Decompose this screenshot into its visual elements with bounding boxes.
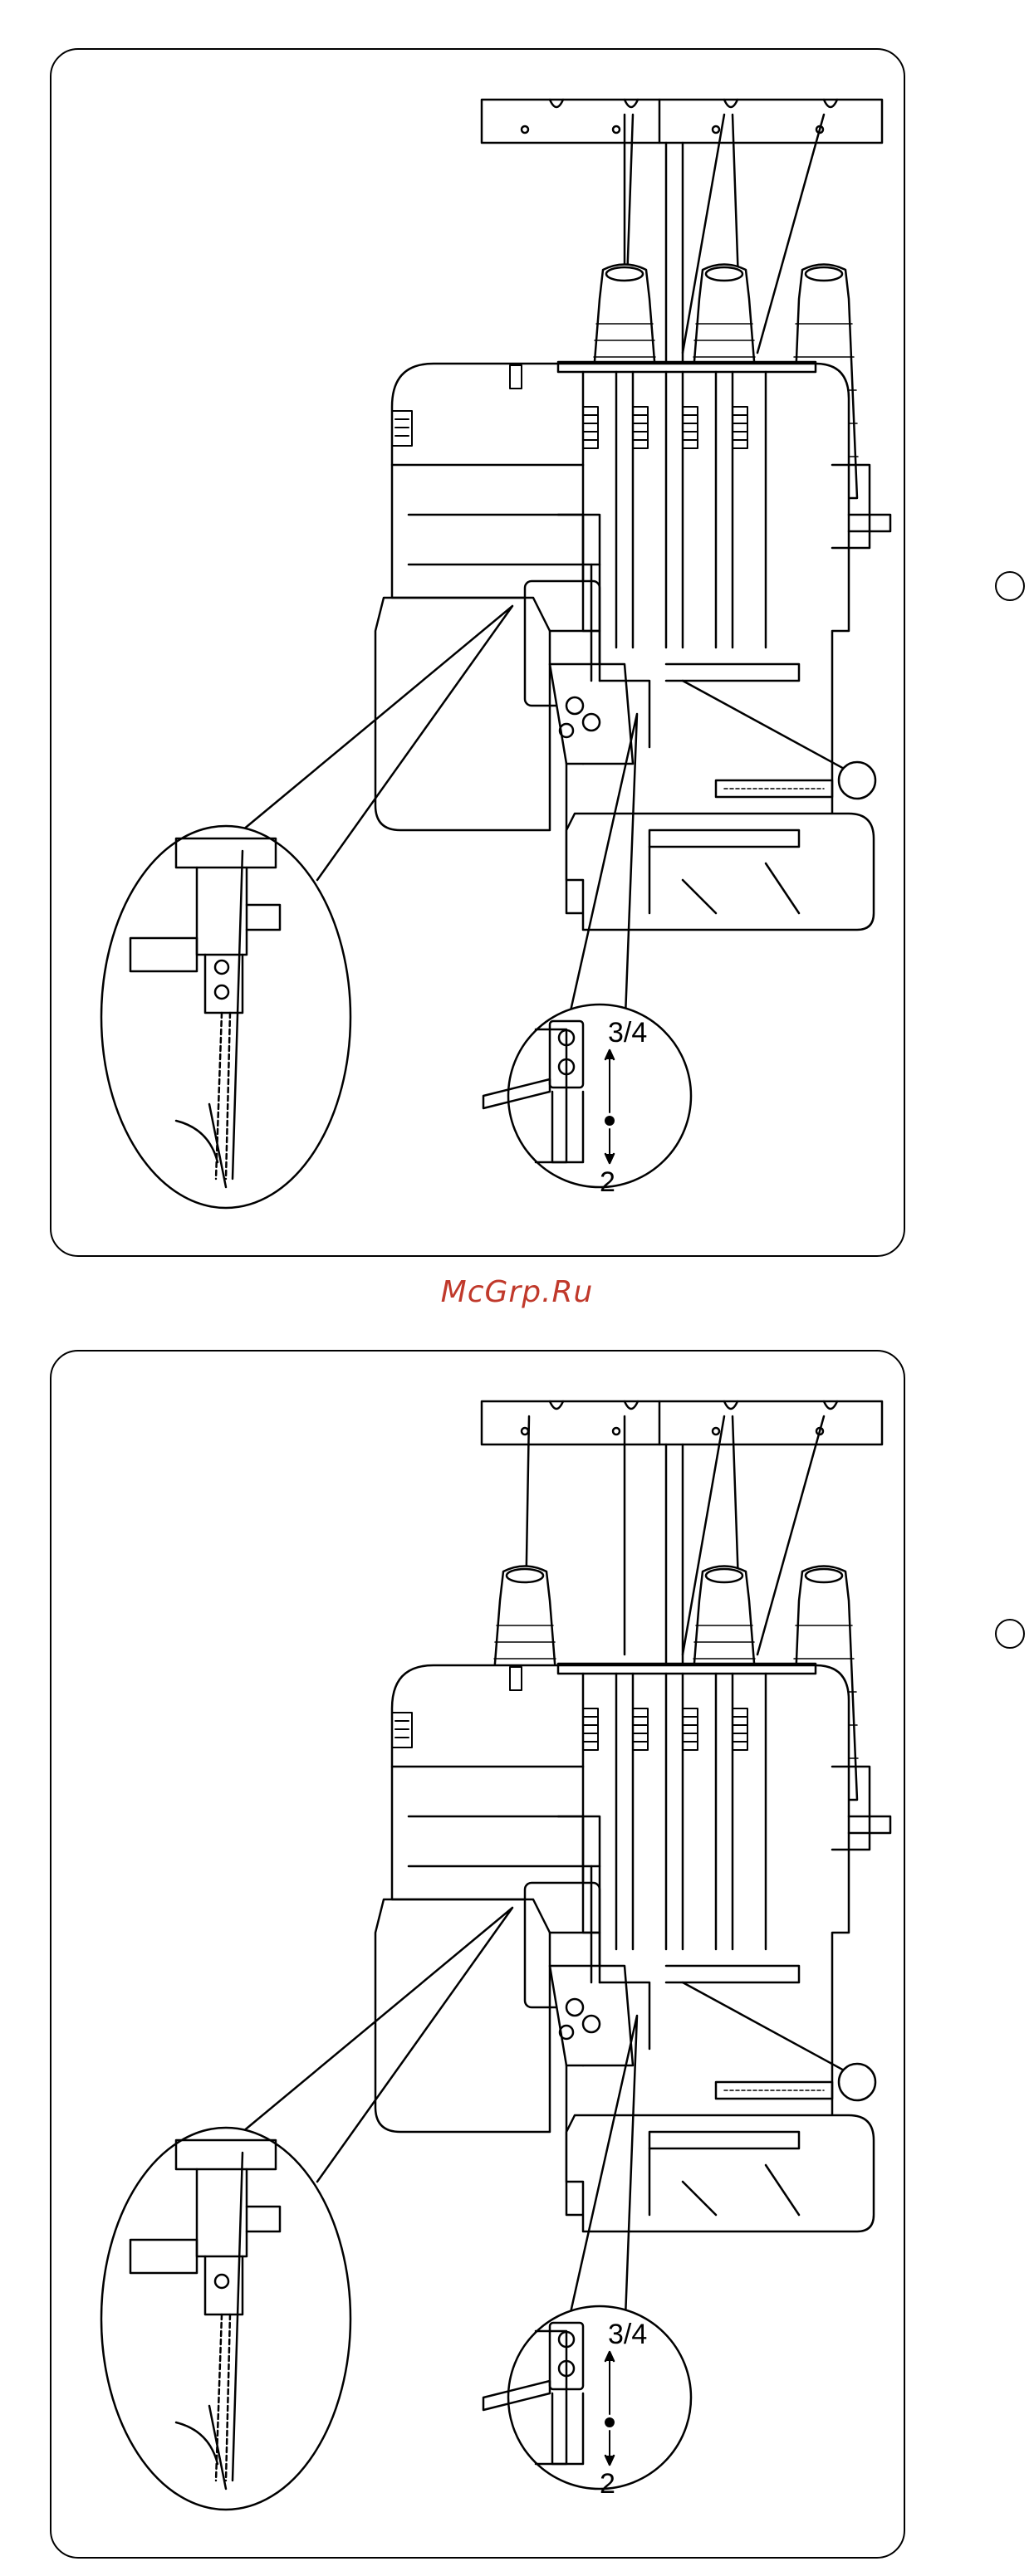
needle-setting-upper: 3/4 [608,1017,647,1048]
needle-setting-upper: 3/4 [608,2319,647,2350]
illustration-panel-bottom: 3/4 2 [50,1350,905,2559]
empty-step-circle [995,571,1025,601]
callout-magnifier-circle [483,1004,691,1187]
callout-wedge-left [243,606,512,880]
serger-threading-diagram-top: 3/4 2 [51,50,907,1259]
callout-magnifier-circle [101,2128,350,2510]
empty-step-circle [839,762,875,799]
empty-step-circle [995,1619,1025,1649]
serger-threading-diagram-bottom: 3/4 2 [51,1352,907,2560]
illustration-panel-top: 3/4 2 [50,48,905,1257]
callout-magnifier-circle [483,2306,691,2489]
needle-setting-lower: 2 [600,1166,615,1198]
callout-wedge-left [243,1908,512,2182]
empty-step-circle [839,2064,875,2100]
watermark-text: McGrp.Ru [0,1275,1034,1309]
callout-magnifier-circle [101,826,350,1208]
needle-setting-lower: 2 [600,2468,615,2500]
